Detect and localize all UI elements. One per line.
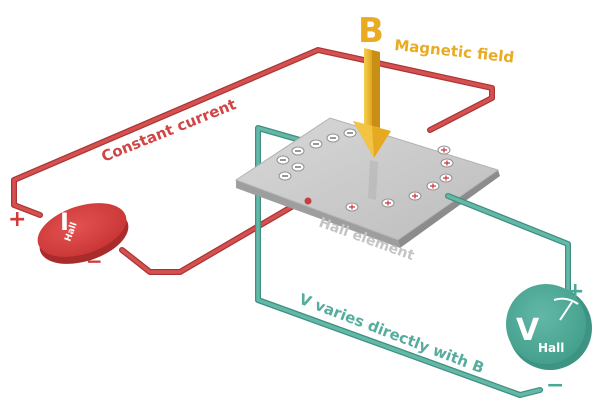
current-plus-sign: + [8, 207, 26, 232]
voltage-plus-sign: + [566, 279, 584, 304]
negative-charge-icon [291, 146, 305, 156]
positive-charge-icon [345, 202, 359, 212]
current-source: I Hall [37, 203, 129, 264]
meter-pointer [559, 301, 573, 321]
voltmeter: V Hall [506, 284, 592, 370]
negative-charge-icon [278, 171, 292, 181]
v-varies-label: V varies directly with B [297, 290, 487, 377]
negative-charge-icon [309, 139, 323, 149]
constant-current-label: Constant current [99, 95, 239, 166]
magnetic-field-label: Magnetic field [394, 36, 515, 66]
meter-needle-icon [553, 297, 579, 305]
i-symbol-label: I [60, 208, 69, 236]
negative-charges [276, 128, 357, 181]
voltage-circuit-wire-back [255, 125, 543, 398]
negative-charge-icon [291, 162, 305, 172]
current-wire-plate-contact [304, 197, 312, 205]
arrow-shadow [368, 160, 378, 200]
positive-charge-icon [426, 181, 440, 191]
v-hall-subscript: Hall [538, 341, 564, 355]
b-symbol-label: B [358, 11, 384, 51]
down-arrow-icon [353, 48, 391, 158]
v-symbol-label: V [516, 313, 540, 348]
current-minus-sign: − [86, 249, 103, 273]
positive-charge-icon [437, 145, 451, 155]
negative-charge-icon [276, 155, 290, 165]
positive-charges [345, 145, 454, 212]
voltage-minus-sign: − [546, 373, 564, 398]
positive-charge-icon [408, 191, 422, 201]
current-source-face [37, 203, 127, 257]
positive-charge-icon [381, 198, 395, 208]
negative-charge-icon [326, 133, 340, 143]
voltage-circuit-wire-front [445, 193, 571, 301]
positive-charge-icon [440, 158, 454, 168]
positive-charge-icon [439, 173, 453, 183]
voltmeter-face [506, 284, 586, 364]
negative-charge-icon [343, 128, 357, 138]
